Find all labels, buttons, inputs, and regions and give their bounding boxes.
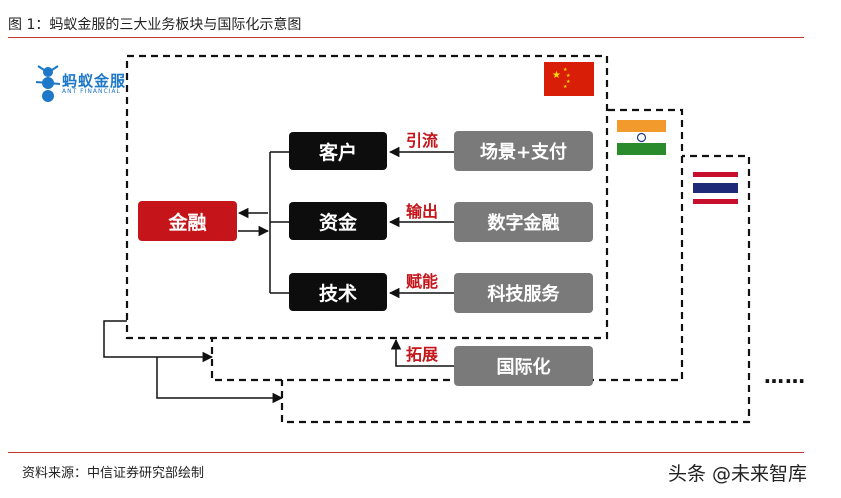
arrow-to-india — [103, 320, 214, 363]
china-flag: ★ ★ ★ ★ ★ — [544, 62, 594, 96]
footer-divider — [8, 452, 804, 453]
node-internationalization: 国际化 — [454, 346, 593, 386]
node-scenario-payment: 场景+支付 — [454, 131, 593, 171]
more-ellipsis: …… — [764, 364, 806, 388]
svg-text:★: ★ — [566, 73, 571, 79]
svg-text:★: ★ — [563, 84, 568, 90]
arrow-expand — [390, 338, 454, 367]
title-divider — [8, 37, 804, 38]
node-digital-finance: 数字金融 — [454, 202, 593, 242]
arrow-to-thailand — [156, 357, 284, 404]
node-technology: 技术 — [289, 273, 387, 311]
thailand-flag — [693, 172, 738, 204]
watermark: 头条 @未来智库 — [668, 463, 808, 485]
node-customer: 客户 — [289, 132, 387, 170]
source-note: 资料来源：中信证券研究部绘制 — [22, 466, 205, 481]
svg-text:★: ★ — [566, 79, 571, 85]
label-empower: 赋能 — [406, 272, 439, 291]
india-flag — [617, 120, 666, 155]
node-tech-services: 科技服务 — [454, 273, 593, 313]
node-capital: 资金 — [289, 202, 387, 240]
label-expand: 拓展 — [406, 345, 439, 364]
logo-subtitle: ANT FINANCIAL — [62, 88, 121, 95]
figure-title: 图 1：蚂蚁金服的三大业务板块与国际化示意图 — [8, 17, 302, 33]
svg-text:★: ★ — [563, 67, 568, 73]
svg-text:★: ★ — [552, 70, 561, 81]
logo-name: 蚂蚁金服 — [62, 72, 127, 90]
node-finance: 金融 — [138, 201, 237, 241]
label-attract: 引流 — [406, 131, 439, 150]
ant-logo-icon — [35, 65, 61, 102]
label-output: 输出 — [406, 202, 439, 221]
